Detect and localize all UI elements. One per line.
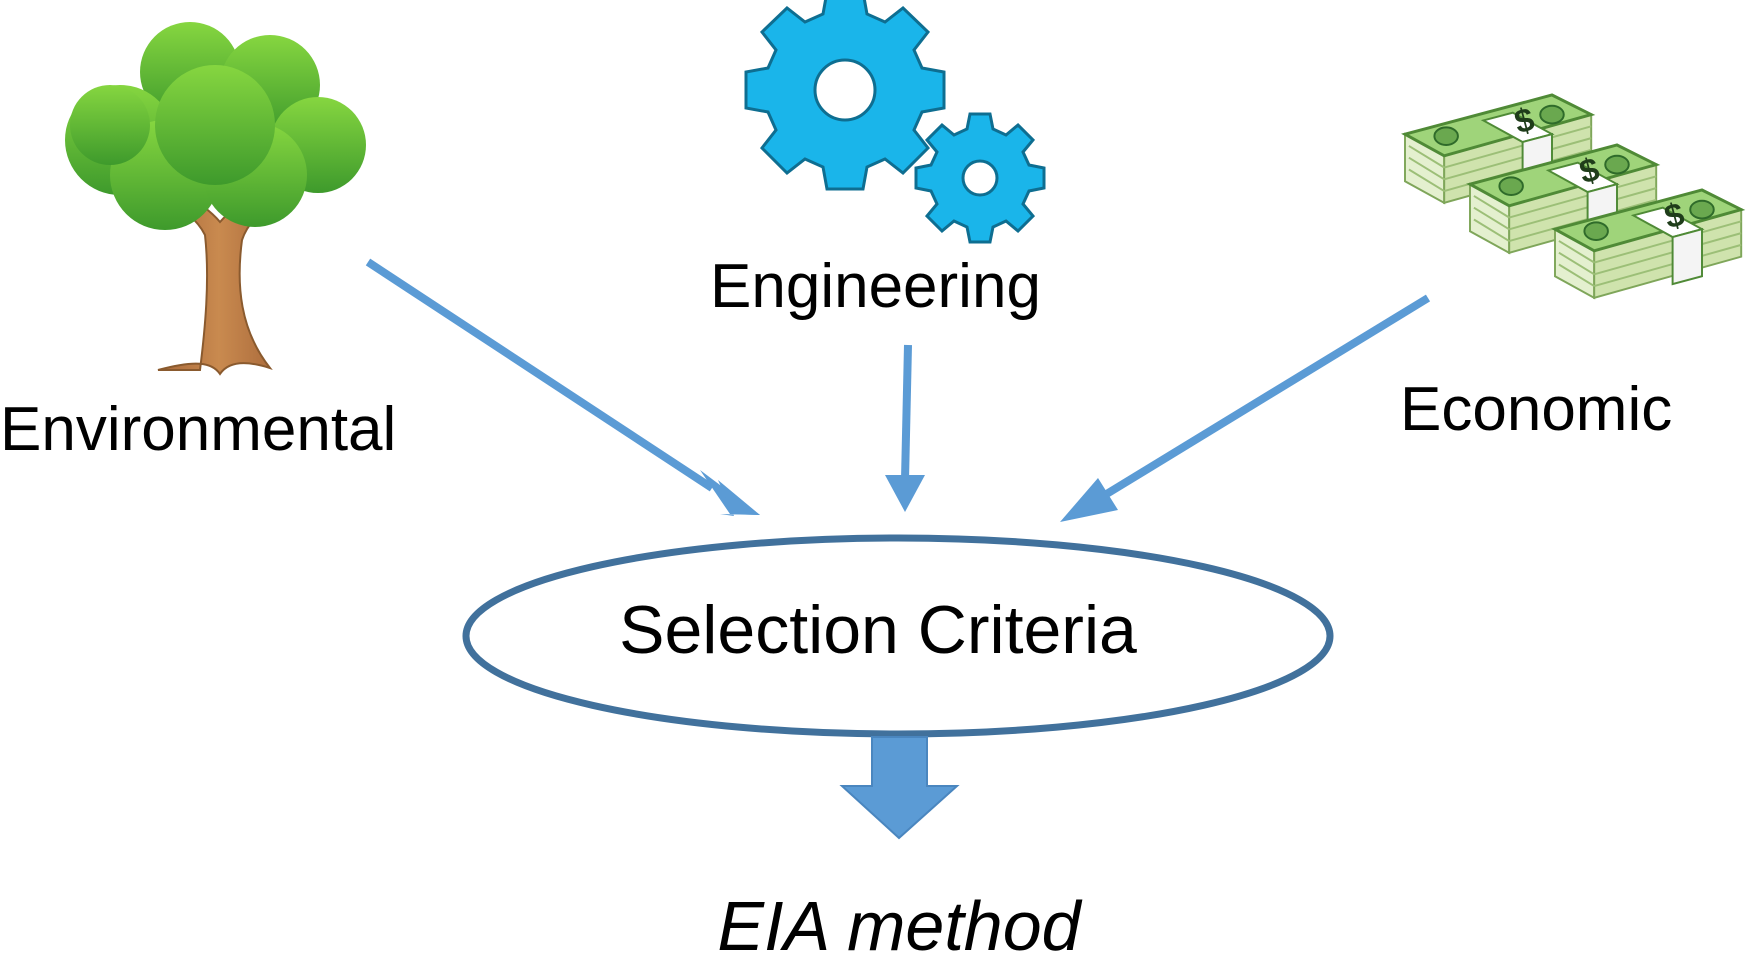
arrow-environmental-to-criteria [365,258,760,516]
economic-label: Economic [1400,375,1672,444]
money-stacks-icon: $ $ $ [1403,93,1743,300]
selection-criteria-label: Selection Criteria [619,592,1137,668]
arrow-criteria-to-output [839,736,960,840]
gears-icon [744,0,1046,244]
arrow-economic-to-criteria [1060,294,1431,522]
tree-icon [65,22,366,376]
selection-criteria-ellipse [462,534,1334,738]
arrow-engineering-to-criteria [885,344,925,512]
engineering-label: Engineering [710,252,1041,321]
eia-method-label: EIA method [717,887,1082,957]
environmental-label: Environmental [0,395,396,464]
